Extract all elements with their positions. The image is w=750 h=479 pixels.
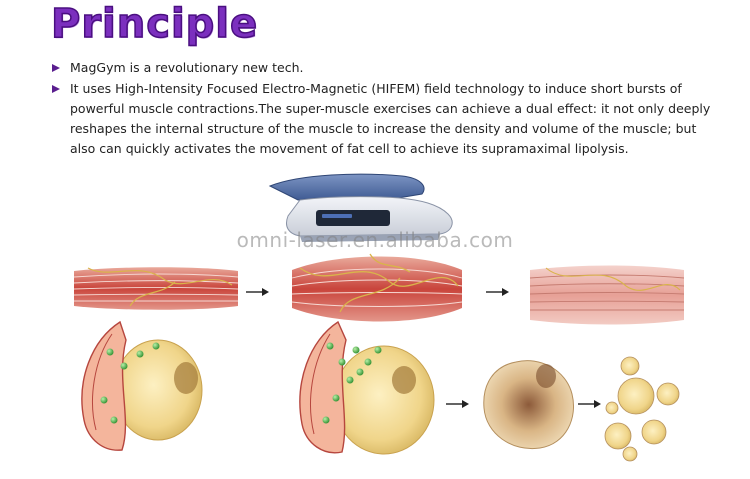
nerve-fat-cell-activated [299,320,435,455]
muscle-contracted [291,253,463,322]
watermark: omni-laser.en.alibaba.com [236,228,514,252]
arrow-right-icon [246,288,269,296]
muscle-toned [529,265,685,325]
fat-cell-fragments [604,356,680,462]
bullet-text: MagGym is a revolutionary new tech. [70,60,304,75]
page-title: Principle [50,0,259,48]
hifem-device-image [268,173,453,242]
bullet-item: It uses High-Intensity Focused Electro-M… [51,79,711,159]
bullet-arrow-icon [52,85,60,93]
fat-cell-lipolysis [483,360,574,450]
bullet-text: It uses High-Intensity Focused Electro-M… [70,81,711,156]
bullet-arrow-icon [52,64,60,72]
bullet-list: MagGym is a revolutionary new tech. It u… [51,58,711,159]
arrow-right-icon [446,400,469,408]
bullet-item: MagGym is a revolutionary new tech. [51,58,711,78]
nerve-fat-cell-before [81,320,203,451]
arrow-right-icon [486,288,509,296]
arrow-right-icon [578,400,601,408]
muscle-relaxed [73,267,239,310]
principle-illustration [73,173,685,462]
